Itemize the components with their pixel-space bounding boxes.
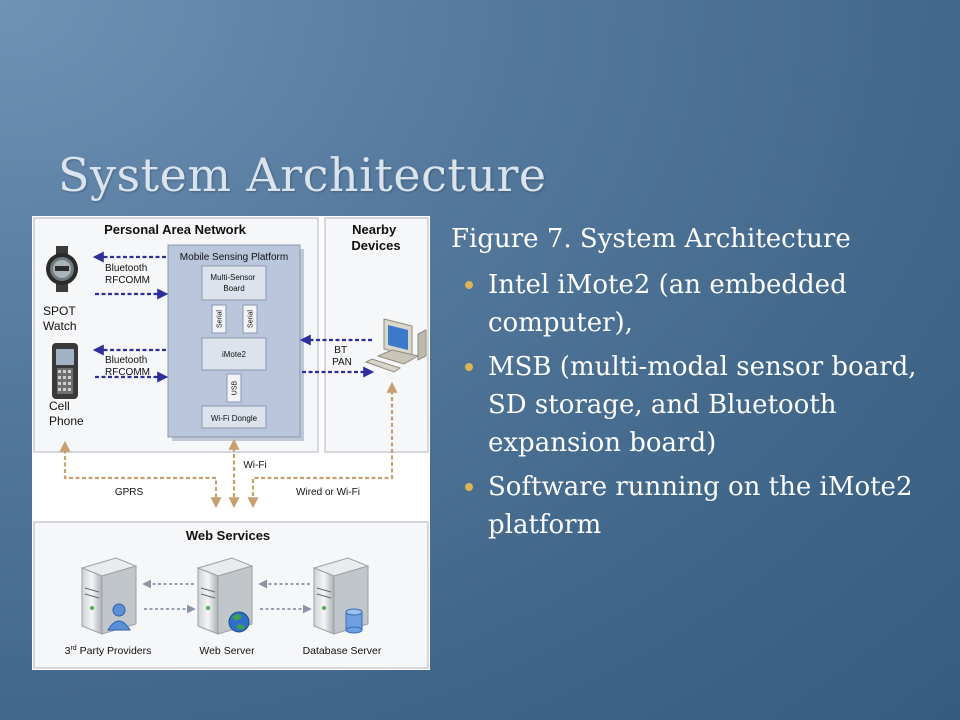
serial-link-right: Serial [242,304,258,334]
slide-title: System Architecture [58,148,547,202]
architecture-diagram: Personal Area Network Nearby Devices Web… [32,216,430,670]
nearby-panel: Nearby Devices [324,217,429,453]
wired-label: Wired or Wi-Fi [296,487,360,498]
pan-title: Personal Area Network [104,222,247,237]
bullet-item: Intel iMote2 (an embedded computer), [465,266,935,342]
gprs-label: GPRS [115,487,144,498]
bullet-text: Software running on the iMote2 platform [488,472,913,540]
network-links [59,381,398,509]
bullet-dot-icon [465,363,473,371]
computer-icon [364,318,427,373]
svg-text:USB: USB [232,380,239,395]
bluetooth-links [92,251,375,383]
usb-link: USB [226,373,242,403]
bullet-dot-icon [465,483,473,491]
nearby-title: Nearby Devices [351,222,400,253]
figure-caption: Figure 7. System Architecture [451,224,851,254]
wifi-dongle-box: Wi-Fi Dongle [211,414,258,423]
imote2-box: iMote2 [222,350,247,359]
server-third-party-icon [80,557,138,635]
bullet-text: Intel iMote2 (an embedded computer), [488,270,847,338]
msb-box: Multi-Sensor Board [210,273,257,293]
platform-title: Mobile Sensing Platform [180,252,288,263]
server-db-label: Database Server [303,645,382,657]
svg-text:Serial: Serial [248,310,255,328]
phone-label: Cell Phone [49,399,84,428]
globe-icon [228,611,250,633]
cell-phone-icon [52,343,78,399]
bullet-list: Intel iMote2 (an embedded computer), MSB… [465,266,935,550]
spot-watch-icon [46,246,78,292]
bullet-text: MSB (multi-modal sensor board, SD storag… [488,352,917,458]
wifi-label: Wi-Fi [243,460,266,471]
svg-text:Serial: Serial [217,310,224,328]
watch-label: SPOT Watch [43,304,79,333]
architecture-diagram-svg: Personal Area Network Nearby Devices Web… [33,217,429,669]
serial-link-left: Serial [211,304,227,334]
watch-link-label: Bluetooth RFCOMM [105,263,150,286]
phone-link-label: Bluetooth RFCOMM [105,355,150,378]
bullet-item: MSB (multi-modal sensor board, SD storag… [465,348,935,462]
server-web-label: Web Server [199,645,255,657]
database-icon [345,608,363,634]
user-icon [107,603,131,631]
bullet-dot-icon [465,281,473,289]
server-links [142,579,312,614]
server-third-party-label: 3rd Party Providers [65,645,152,657]
bt-pan-label: BT PAN [332,345,352,368]
bullet-item: Software running on the iMote2 platform [465,468,935,544]
web-services-title: Web Services [186,528,270,543]
mobile-sensing-platform: Mobile Sensing Platform Multi-Sensor Boa… [167,244,304,441]
